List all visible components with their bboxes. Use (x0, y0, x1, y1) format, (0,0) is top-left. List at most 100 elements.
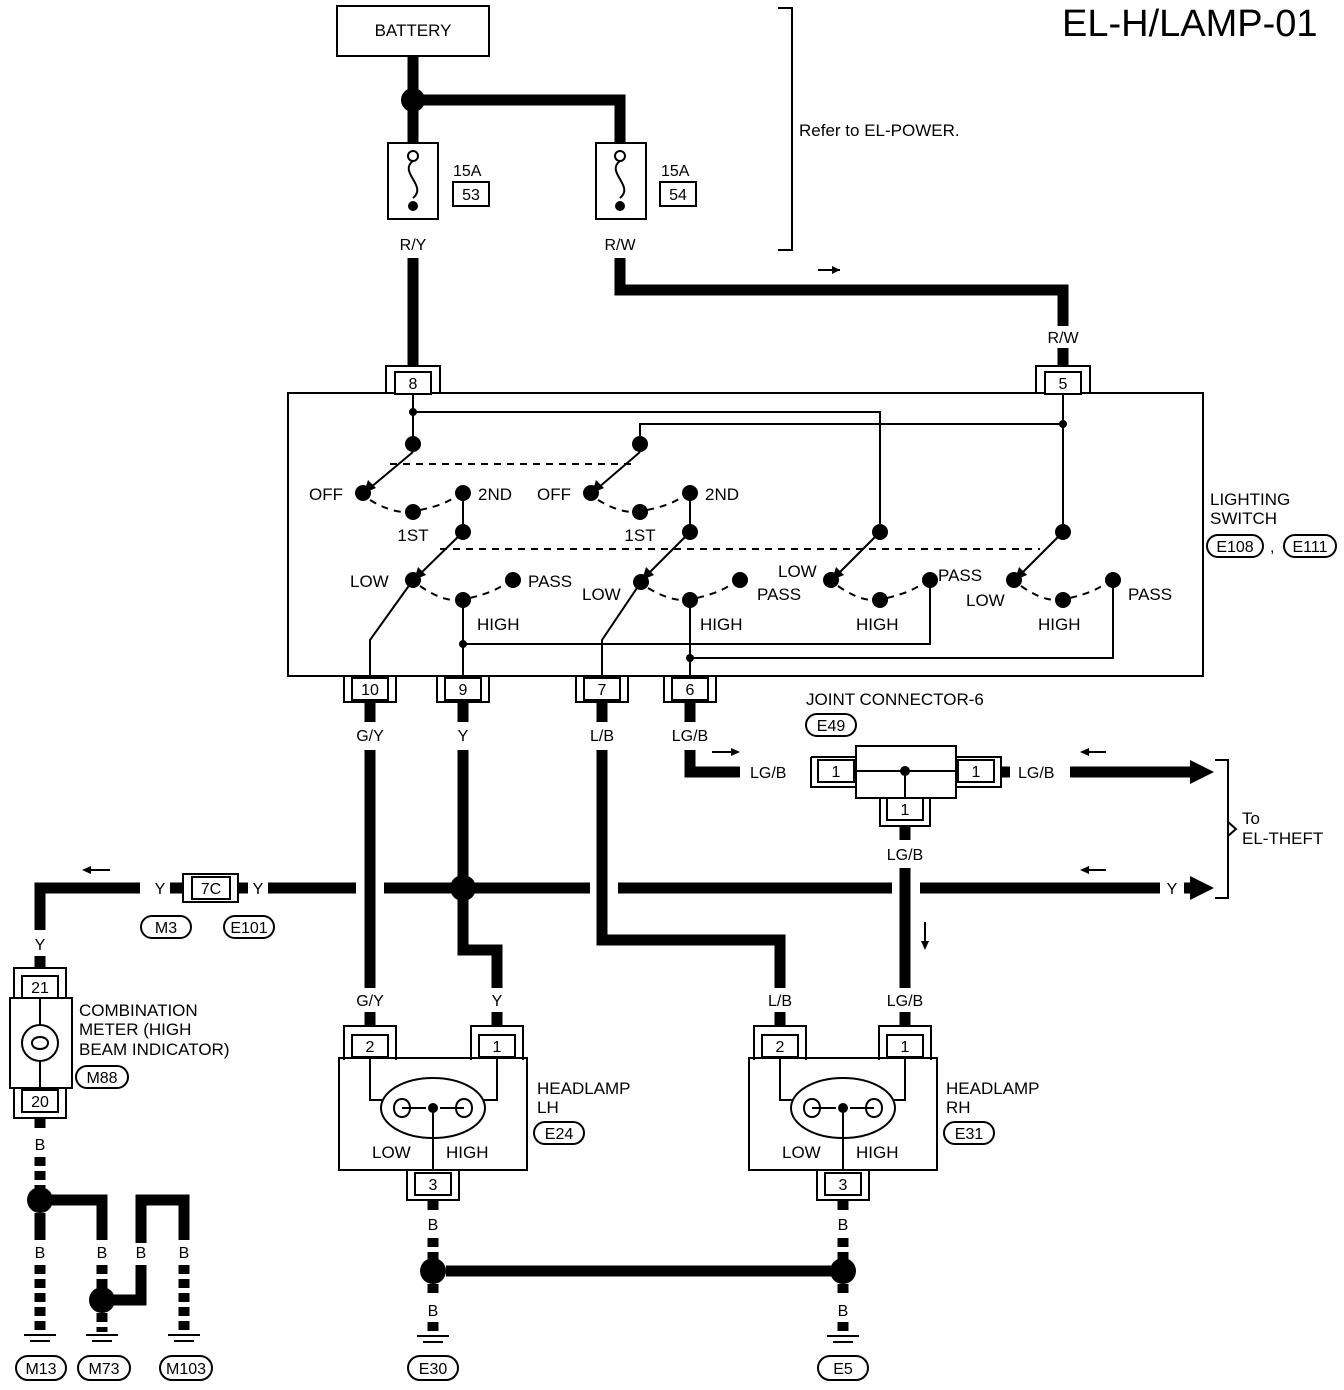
jc-wire-right: LG/B (1018, 765, 1054, 782)
sw4-pass: PASS (757, 585, 801, 604)
rh-pin-2: 2 (776, 1039, 785, 1056)
rh-ground-wire-1: B (838, 1217, 849, 1234)
lighting-switch-label-2: SWITCH (1210, 509, 1277, 528)
switch-pin-7: 7 (575, 676, 629, 703)
svg-text:6: 6 (686, 682, 695, 699)
lighting-switch-label-1: LIGHTING (1210, 490, 1290, 509)
rh-label-1: HEADLAMP (946, 1079, 1040, 1098)
y-wire-right-label: Y (1167, 881, 1178, 898)
jc-pin-bottom: 1 (901, 802, 910, 819)
connector-e101: E101 (230, 920, 267, 937)
switch2-2nd: 2ND (705, 485, 739, 504)
lh-label-2: LH (537, 1098, 559, 1117)
sw5-pass: PASS (938, 566, 982, 585)
ground-e30: E30 (419, 1361, 448, 1378)
switch-pin-9: 9 (436, 676, 490, 703)
lh-ground-wire-1: B (428, 1217, 439, 1234)
lh-pin-3: 3 (429, 1177, 438, 1194)
rh-pin-1: 1 (901, 1039, 910, 1056)
wire-gy-label: G/Y (356, 728, 384, 745)
meter-pin-20: 20 (31, 1094, 49, 1111)
meter-wire-in: Y (35, 937, 46, 954)
wire-lb-label: L/B (590, 728, 614, 745)
lh-pin-2: 2 (366, 1039, 375, 1056)
wire-rw-label: R/W (604, 237, 636, 254)
jc-pin-right: 1 (972, 764, 981, 781)
mg-wire-1: B (35, 1245, 46, 1262)
rh-ground-wire-2: B (838, 1303, 849, 1320)
ground-e5: E5 (833, 1361, 853, 1378)
lh-wire-high: Y (492, 993, 503, 1010)
refer-bracket (778, 7, 793, 251)
lighting-switch-box (287, 392, 1204, 677)
to-theft-1: To (1242, 809, 1260, 828)
switch1-1st: 1ST (397, 526, 428, 545)
fuse-54-rating: 15A (661, 163, 690, 180)
fuse-53: 15A 53 (387, 142, 490, 220)
fuse-53-rating: 15A (453, 163, 482, 180)
sw3-high: HIGH (477, 615, 520, 634)
sw4-high: HIGH (700, 615, 743, 634)
switch-pin-6: 6 (663, 676, 717, 703)
y-wire-mid-label: Y (253, 881, 264, 898)
meter-wire-out: B (35, 1137, 46, 1154)
rh-pin-3: 3 (839, 1177, 848, 1194)
fuse-53-number: 53 (462, 187, 480, 204)
rh-high: HIGH (856, 1143, 899, 1162)
rh-label-2: RH (946, 1098, 971, 1117)
connector-separator: , (1270, 539, 1274, 556)
meter-bulb-icon (21, 1024, 59, 1062)
lighting-switch-connector-e111: E111 (1293, 539, 1328, 556)
switch2-1st: 1ST (624, 526, 655, 545)
svg-text:9: 9 (459, 682, 468, 699)
ground-m13: M13 (25, 1361, 56, 1378)
battery-label: BATTERY (375, 21, 452, 40)
meter-label-2: METER (HIGH (79, 1020, 191, 1039)
switch-pin-10: 10 (343, 676, 397, 703)
svg-text:7: 7 (598, 682, 607, 699)
sw6-pass: PASS (1128, 585, 1172, 604)
battery-box (336, 5, 490, 57)
headlamp-lh: G/Y Y 2 1 LOW HIGH HEADLAMP LH E24 3 B B (338, 993, 631, 1381)
mg-wire-3: B (136, 1245, 147, 1262)
switch1-off: OFF (309, 485, 343, 504)
jc-connector: E49 (817, 718, 846, 735)
sw5-low: LOW (778, 562, 817, 581)
mg-wire-4: B (179, 1245, 190, 1262)
lh-high: HIGH (446, 1143, 489, 1162)
switch2-off: OFF (537, 485, 571, 504)
to-theft-2: EL-THEFT (1242, 829, 1323, 848)
y-wire-left-label: Y (155, 881, 166, 898)
wire-ry-label: R/Y (400, 237, 427, 254)
svg-text:8: 8 (409, 376, 418, 393)
jc-pin-left: 1 (832, 764, 841, 781)
lh-pin-1: 1 (493, 1039, 502, 1056)
jc-wire-bottom: LG/B (887, 847, 923, 864)
page-title: EL-H/LAMP-01 (1062, 3, 1318, 45)
ground-icon (24, 1334, 200, 1342)
refer-note: Refer to EL-POWER. (799, 121, 960, 140)
svg-text:5: 5 (1059, 376, 1068, 393)
fuse-54-number: 54 (669, 187, 687, 204)
meter-connector: M88 (86, 1070, 117, 1087)
lighting-switch-connector-e108: E108 (1216, 539, 1253, 556)
lh-ground-wire-2: B (428, 1303, 439, 1320)
lh-low: LOW (372, 1143, 411, 1162)
sw3-low: LOW (350, 572, 389, 591)
sw5-high: HIGH (856, 615, 899, 634)
connector-m3: M3 (155, 920, 177, 937)
meter-label-1: COMBINATION (79, 1001, 198, 1020)
sw6-high: HIGH (1038, 615, 1081, 634)
ground-m73: M73 (88, 1361, 119, 1378)
y-connector-7c: 7C (201, 881, 221, 898)
rh-connector: E31 (955, 1126, 984, 1143)
wire-y-label: Y (458, 728, 469, 745)
sw3-pass: PASS (528, 572, 572, 591)
lh-wire-low: G/Y (356, 993, 384, 1010)
switch-pin-5: 5 (1035, 365, 1091, 395)
lh-connector: E24 (545, 1126, 574, 1143)
switch-pin-8: 8 (385, 365, 441, 395)
lh-label-1: HEADLAMP (537, 1079, 631, 1098)
fuse-54: 15A 54 (595, 142, 697, 220)
